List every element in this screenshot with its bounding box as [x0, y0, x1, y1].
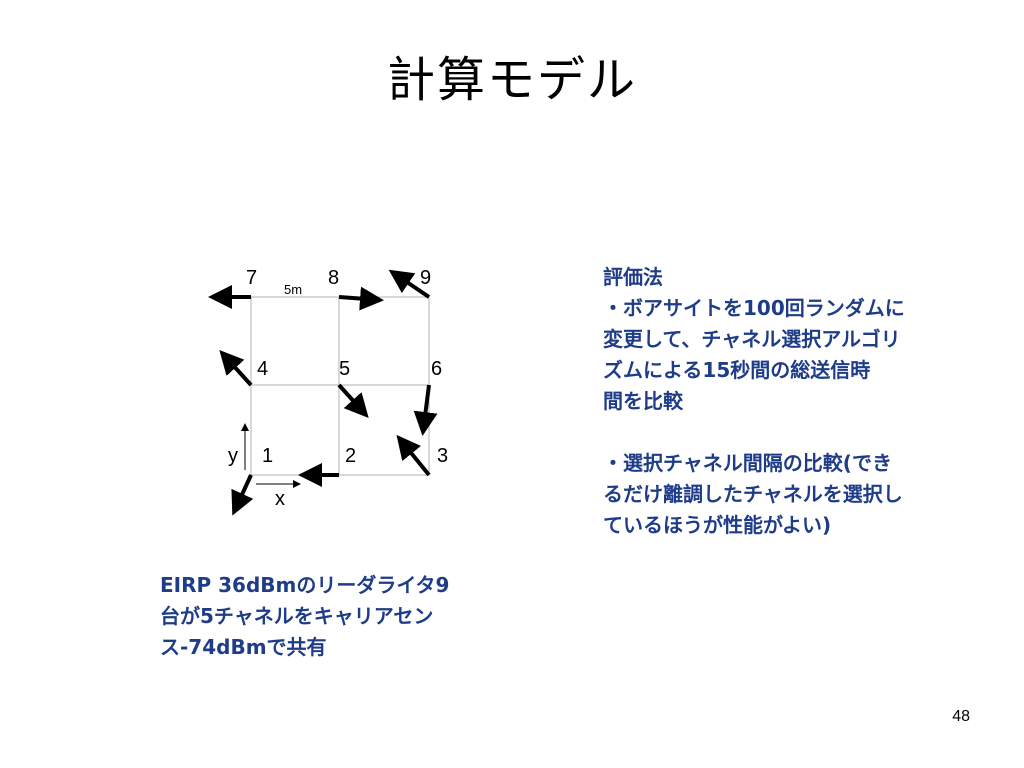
evaluation-item2-line2: るだけ離調したチャネルを選択し: [603, 482, 903, 506]
arrow-node-9: [388, 269, 431, 299]
simulation-condition-panel: EIRP 36dBmのリーダライタ9 台が5チャネルをキャリアセン ス-74dB…: [160, 570, 520, 663]
node-labels: 7 8 9 4 5 6 1 2 3: [246, 267, 448, 467]
evaluation-item2-line1: ・選択チャネル間隔の比較(でき: [603, 451, 892, 475]
node-label-4: 4: [257, 358, 268, 380]
y-axis-label: y: [228, 445, 238, 467]
axis-indicators: [241, 423, 301, 488]
slide-title: 計算モデル: [386, 52, 637, 108]
x-axis-label: x: [275, 488, 285, 510]
node-label-9: 9: [420, 267, 431, 289]
grid-cell: [338, 296, 430, 386]
arrow-node-6: [413, 384, 438, 436]
evaluation-item1-line2: 変更して、チャネル選択アルゴリ: [603, 327, 901, 351]
node-label-3: 3: [437, 445, 448, 467]
grid-lines: [250, 296, 430, 476]
arrow-node-3: [396, 434, 431, 477]
node-label-6: 6: [431, 358, 442, 380]
evaluation-item2-line3: ているほうが性能がよい): [603, 513, 832, 537]
evaluation-heading: 評価法: [603, 265, 663, 289]
arrow-node-8: [338, 286, 384, 311]
evaluation-item1-line1: ・ボアサイトを100回ランダムに: [603, 296, 905, 320]
arrow-node-5: [337, 383, 369, 418]
spacing-label: 5m: [284, 282, 302, 297]
node-label-8: 8: [328, 267, 339, 289]
node-label-1: 1: [262, 445, 273, 467]
evaluation-item1-line4: 間を比較: [603, 389, 683, 413]
antenna-arrows: [208, 269, 438, 516]
condition-line1: EIRP 36dBmのリーダライタ9: [160, 573, 450, 597]
evaluation-item1-line3: ズムによる15秒間の総送信時: [603, 358, 871, 382]
condition-line3: ス-74dBmで共有: [160, 635, 327, 659]
arrow-node-1: [231, 474, 254, 516]
page-number: 48: [952, 708, 970, 725]
arrow-node-4: [219, 350, 253, 387]
paragraph-gap: [603, 417, 1003, 448]
node-label-7: 7: [246, 267, 257, 289]
node-label-5: 5: [339, 358, 350, 380]
node-label-2: 2: [345, 445, 356, 467]
condition-line2: 台が5チャネルをキャリアセン: [160, 604, 434, 628]
evaluation-method-panel: 評価法 ・ボアサイトを100回ランダムに 変更して、チャネル選択アルゴリ ズムに…: [603, 262, 1003, 541]
